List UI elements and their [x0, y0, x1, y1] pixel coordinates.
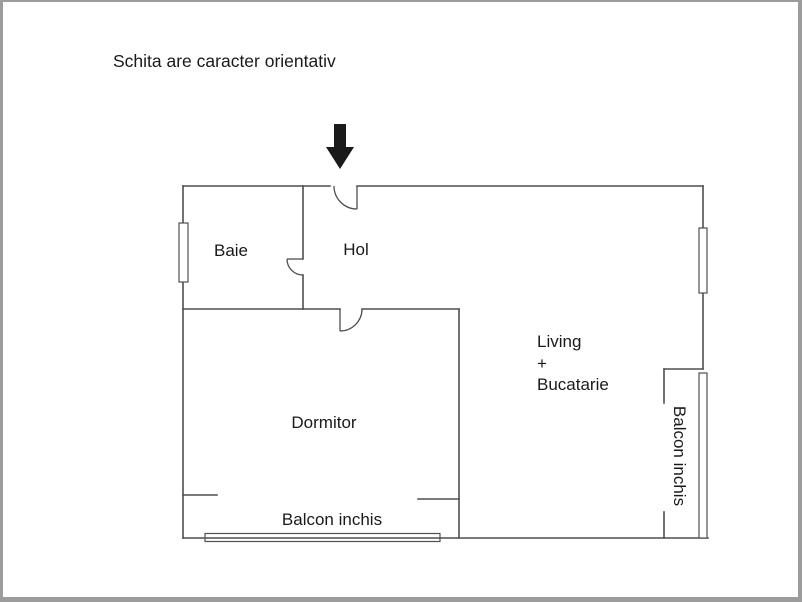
- window-balcony-right: [698, 372, 708, 539]
- room-label-living-line2: +: [537, 354, 547, 373]
- dormitor-door-arc: [339, 308, 363, 332]
- room-label-balcon-right: Balcon inchis: [670, 406, 689, 506]
- walls: [182, 185, 709, 539]
- floorplan-drawing: Schita are caracter orientativ Baie Hol …: [113, 51, 709, 543]
- disclaimer-title: Schita are caracter orientativ: [113, 51, 336, 71]
- window-living: [698, 227, 708, 294]
- room-label-baie: Baie: [214, 241, 248, 260]
- room-label-dormitor: Dormitor: [291, 413, 357, 432]
- entrance-arrow-icon: [326, 124, 354, 169]
- room-label-living-line3: Bucatarie: [537, 375, 609, 394]
- room-label-hol: Hol: [343, 240, 369, 259]
- entrance-door-arc: [333, 185, 358, 210]
- labels: Schita are caracter orientativ Baie Hol …: [113, 51, 689, 529]
- room-label-living-line1: Living: [537, 332, 581, 351]
- baie-door-arc: [286, 258, 304, 276]
- doors: [286, 185, 363, 332]
- window-baie: [178, 222, 189, 283]
- window-balcony-bottom: [204, 532, 441, 543]
- room-label-balcon-bottom: Balcon inchis: [282, 510, 382, 529]
- windows: [178, 222, 708, 543]
